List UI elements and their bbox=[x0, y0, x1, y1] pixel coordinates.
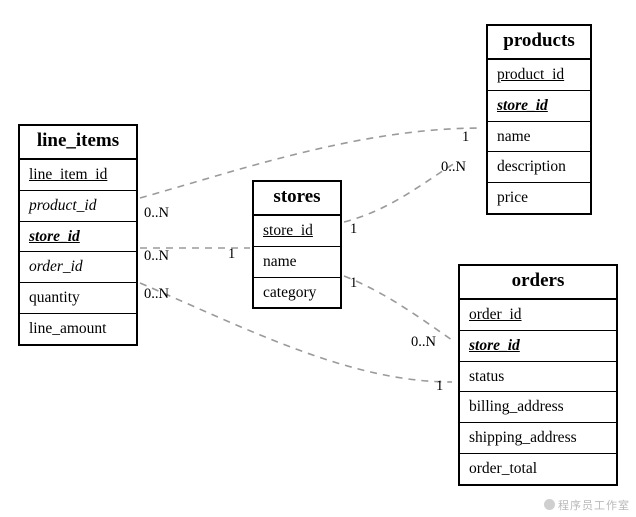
watermark-text: 程序员工作室 bbox=[558, 500, 630, 512]
entity-title: line_items bbox=[20, 126, 136, 160]
entity-title: products bbox=[488, 26, 590, 60]
entity-attribute: store_id bbox=[488, 91, 590, 122]
cardinality-line-items-to-products: 0..N bbox=[144, 205, 169, 221]
entity-attribute: store_id bbox=[20, 222, 136, 253]
entity-attribute: line_item_id bbox=[20, 160, 136, 191]
cardinality-stores-products-one: 1 bbox=[350, 221, 358, 237]
entity-title: stores bbox=[254, 182, 340, 216]
watermark-dot-icon bbox=[544, 499, 555, 510]
entity-attribute: store_id bbox=[254, 216, 340, 247]
entity-attribute: line_amount bbox=[29, 319, 107, 337]
entity-attribute: store_id bbox=[460, 331, 616, 362]
entity-attribute: order_total bbox=[469, 459, 538, 477]
cardinality-products-one: 1 bbox=[462, 129, 470, 145]
entity-attribute: product_id bbox=[488, 60, 590, 91]
cardinality-line-items-to-orders: 0..N bbox=[144, 286, 169, 302]
cardinality-line-items-to-stores: 0..N bbox=[144, 248, 169, 264]
entity-attribute: name bbox=[254, 247, 340, 278]
entity-attribute: quantity bbox=[20, 283, 136, 314]
entity-attribute: billing_address bbox=[460, 392, 616, 424]
edge-stores-products bbox=[343, 162, 456, 223]
cardinality-stores-left-one: 1 bbox=[228, 246, 236, 262]
entity-attribute: order_id bbox=[20, 252, 136, 284]
cardinality-orders-one: 1 bbox=[436, 378, 444, 394]
entity-attribute: order_id bbox=[460, 300, 616, 331]
cardinality-stores-orders-one: 1 bbox=[350, 275, 358, 291]
cardinality-products-many: 0..N bbox=[441, 159, 466, 175]
cardinality-orders-many: 0..N bbox=[411, 334, 436, 350]
entity-attribute: category bbox=[263, 283, 317, 301]
entity-attribute: name bbox=[488, 122, 590, 153]
entity-attribute: shipping_address bbox=[460, 423, 616, 454]
entity-title: orders bbox=[460, 266, 616, 300]
edge-stores-orders bbox=[343, 275, 453, 341]
entity-attribute: price bbox=[497, 189, 528, 207]
entity-attribute: status bbox=[460, 362, 616, 393]
watermark: 程序员工作室 bbox=[544, 497, 630, 513]
entity-attribute: description bbox=[488, 152, 590, 184]
entity-attribute: product_id bbox=[20, 191, 136, 222]
